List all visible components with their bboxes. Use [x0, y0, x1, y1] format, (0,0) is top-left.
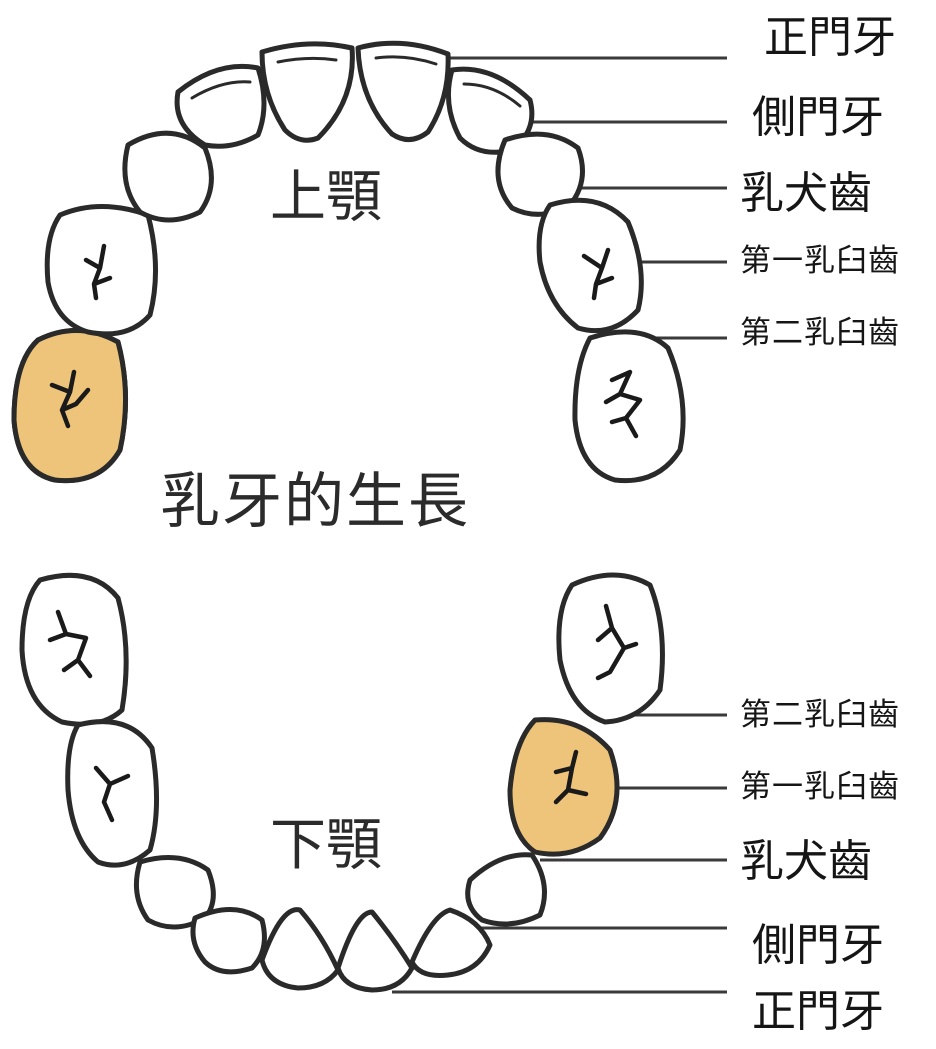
upper-left-lateral-incisor — [174, 63, 267, 149]
lower-left-second-molar — [19, 572, 129, 727]
lower-jaw-name: 下顎 — [270, 813, 382, 878]
lower-right-central-incisor — [335, 909, 415, 993]
label-upper-second-molar: 第二乳臼齒 — [740, 315, 900, 351]
lower-right-second-molar — [556, 572, 665, 725]
label-lower-first-molar: 第一乳臼齒 — [740, 769, 900, 805]
label-upper-canine: 乳犬齒 — [740, 168, 872, 219]
lower-left-first-molar — [65, 719, 160, 868]
label-lower-lateral-incisor: 側門牙 — [752, 920, 884, 971]
label-lower-central-incisor: 正門牙 — [752, 986, 884, 1037]
upper-left-central-incisor — [259, 41, 355, 143]
label-upper-lateral-incisor: 側門牙 — [752, 92, 884, 143]
lower-right-first-molar — [507, 717, 620, 857]
lower-arch — [19, 572, 665, 993]
upper-left-canine — [122, 130, 214, 223]
upper-right-second-molar — [572, 329, 686, 484]
lower-right-lateral-incisor — [409, 907, 493, 978]
upper-jaw-name: 上顎 — [270, 165, 382, 230]
label-upper-first-molar: 第一乳臼齒 — [740, 243, 900, 279]
lower-left-lateral-incisor — [190, 907, 267, 975]
upper-right-central-incisor — [355, 40, 451, 142]
label-lower-second-molar: 第二乳臼齒 — [740, 697, 900, 733]
lower-right-canine — [465, 852, 547, 927]
label-upper-central-incisor: 正門牙 — [764, 12, 896, 63]
diagram-title: 乳牙的生長 — [160, 467, 470, 537]
upper-arch — [11, 40, 686, 484]
lower-left-central-incisor — [259, 907, 341, 991]
label-lower-canine: 乳犬齒 — [740, 836, 872, 887]
upper-right-first-molar — [536, 197, 644, 334]
